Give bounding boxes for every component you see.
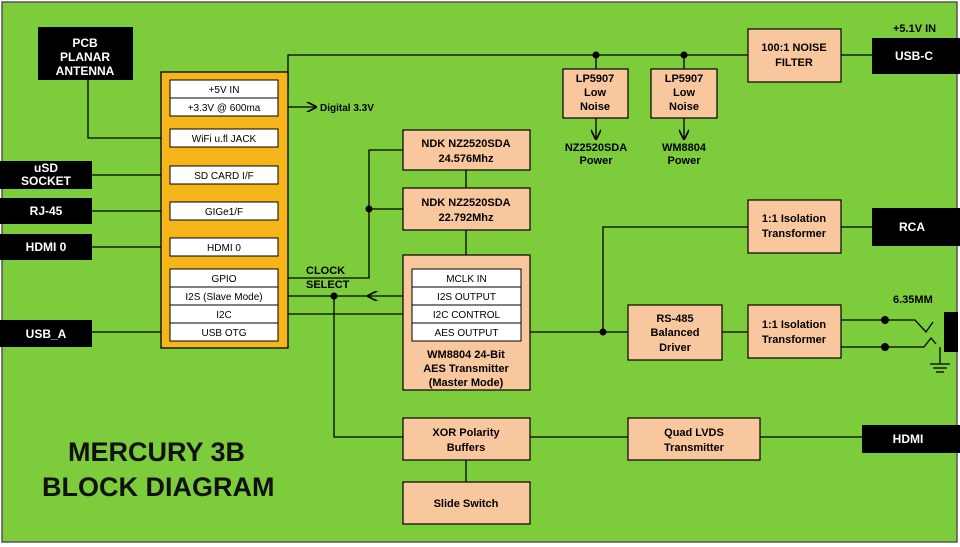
- slide-switch: Slide Switch: [402, 481, 531, 525]
- svg-text:Driver: Driver: [659, 342, 692, 354]
- wm8804-row-0-label: MCLK IN: [446, 274, 487, 285]
- port-usb-c: USB-C: [872, 38, 960, 74]
- digital-3v3-label: Digital 3.3V: [320, 103, 374, 114]
- nz-power-label-2: Power: [579, 155, 613, 167]
- nz-power-label: NZ2520SDA: [565, 142, 627, 154]
- wm8804-block: MCLK IN I2S OUTPUT I2C CONTROL AES OUTPUT W…: [402, 254, 531, 391]
- select-label: SELECT: [306, 279, 350, 291]
- wm8804-row-1-label: I2S OUTPUT: [437, 292, 496, 303]
- antenna-label-2: PLANAR: [60, 50, 110, 64]
- svg-text:FILTER: FILTER: [775, 57, 813, 69]
- module-row-5-cell: [169, 237, 279, 257]
- module-row-2-cell: [169, 128, 279, 148]
- svg-text:Low: Low: [673, 87, 695, 99]
- module-row-4-cell: [169, 201, 279, 221]
- rs485-driver: RS-485 Balanced Driver: [627, 304, 723, 361]
- usd-label-2: SOCKET: [21, 174, 72, 188]
- module-row-4-label: GIGe1/F: [205, 207, 243, 218]
- module-row-8-label: I2C: [216, 310, 232, 321]
- antenna-label-1: PCB: [72, 36, 98, 50]
- svg-text:LP5907: LP5907: [576, 73, 615, 85]
- module-row-3-cell: [169, 165, 279, 185]
- svg-text:1:1 Isolation: 1:1 Isolation: [762, 319, 826, 331]
- jack-size-label: 6.35MM: [893, 294, 933, 306]
- hdmi0-label: HDMI 0: [26, 240, 67, 254]
- svg-text:XOR Polarity: XOR Polarity: [432, 427, 500, 439]
- jack-635mm-icon: [881, 312, 958, 373]
- svg-text:Quad LVDS: Quad LVDS: [664, 427, 724, 439]
- usb-a-label: USB_A: [26, 327, 67, 341]
- rj45-label: RJ-45: [30, 204, 63, 218]
- isolation-transformer-jack: 1:1 Isolation Transformer: [747, 304, 842, 359]
- usb-c-label: USB-C: [895, 49, 933, 63]
- diagram-title-line1: MERCURY 3B: [68, 437, 245, 467]
- module-row-0-label: +5V IN: [209, 85, 240, 96]
- svg-text:AES Transmitter: AES Transmitter: [423, 363, 509, 375]
- noise-filter-block: 100:1 NOISE FILTER: [747, 28, 842, 83]
- supply-in-label: +5.1V IN: [893, 23, 936, 35]
- module-row-5-label: HDMI 0: [207, 243, 241, 254]
- xor-buffers: XOR Polarity Buffers: [402, 417, 531, 461]
- port-hdmi: HDMI: [862, 425, 960, 453]
- oscillator-24576: NDK NZ2520SDA 24.576Mhz: [402, 129, 531, 171]
- module-row-7-label: I2S (Slave Mode): [185, 292, 262, 303]
- port-rca: RCA: [872, 208, 960, 246]
- svg-text:Transmitter: Transmitter: [664, 442, 725, 454]
- module-row-2-label: WiFi u.fl JACK: [192, 134, 257, 145]
- svg-text:24.576Mhz: 24.576Mhz: [438, 153, 494, 165]
- wm8804-row-3-label: AES OUTPUT: [435, 328, 499, 339]
- antenna-label-3: ANTENNA: [56, 64, 115, 78]
- svg-text:100:1 NOISE: 100:1 NOISE: [761, 42, 826, 54]
- clock-label: CLOCK: [306, 265, 345, 277]
- oscillator-22792: NDK NZ2520SDA 22.792Mhz: [402, 187, 531, 231]
- wm-power-label: WM8804: [662, 142, 707, 154]
- port-hdmi0: HDMI 0: [0, 234, 92, 260]
- port-antenna: PCB PLANAR ANTENNA: [38, 27, 133, 80]
- port-usb-a: USB_A: [0, 320, 92, 347]
- wm-power-label-2: Power: [667, 155, 701, 167]
- svg-text:1:1 Isolation: 1:1 Isolation: [762, 213, 826, 225]
- port-rj45: RJ-45: [0, 198, 92, 224]
- svg-text:Noise: Noise: [580, 101, 610, 113]
- svg-text:NDK NZ2520SDA: NDK NZ2520SDA: [421, 197, 510, 209]
- usd-label-1: uSD: [34, 161, 58, 175]
- svg-text:Noise: Noise: [669, 101, 699, 113]
- module-row-1-label: +3.3V @ 600ma: [188, 103, 261, 114]
- port-usd-socket: uSD SOCKET: [0, 161, 92, 189]
- module-row-1-cell: [169, 97, 279, 117]
- svg-text:Low: Low: [584, 87, 606, 99]
- lp5907-wm-block: LP5907 Low Noise: [650, 68, 718, 119]
- svg-text:(Master Mode): (Master Mode): [429, 377, 504, 389]
- module-row-9-cell: [169, 322, 279, 342]
- svg-text:Balanced: Balanced: [651, 327, 700, 339]
- wm8804-row-2-label: I2C CONTROL: [433, 310, 501, 321]
- svg-text:LP5907: LP5907: [665, 73, 704, 85]
- svg-text:22.792Mhz: 22.792Mhz: [438, 212, 494, 224]
- module-row-9-label: USB OTG: [201, 328, 246, 339]
- svg-text:NDK NZ2520SDA: NDK NZ2520SDA: [421, 138, 510, 150]
- svg-text:Buffers: Buffers: [447, 442, 486, 454]
- lvds-transmitter: Quad LVDS Transmitter: [627, 417, 761, 461]
- module-row-6-label: GPIO: [211, 274, 236, 285]
- wm8804-row-3-cell: [411, 322, 522, 342]
- svg-text:Slide Switch: Slide Switch: [434, 498, 499, 510]
- module-row-3-label: SD CARD I/F: [194, 171, 253, 182]
- svg-text:WM8804 24-Bit: WM8804 24-Bit: [427, 349, 505, 361]
- rca-label: RCA: [899, 220, 925, 234]
- hdmi-label: HDMI: [893, 432, 924, 446]
- svg-text:Transformer: Transformer: [762, 228, 827, 240]
- lp5907-nz-block: LP5907 Low Noise: [562, 68, 629, 119]
- junction-dots: [330, 51, 688, 336]
- svg-text:RS-485: RS-485: [656, 313, 693, 325]
- isolation-transformer-rca: 1:1 Isolation Transformer: [747, 199, 842, 254]
- diagram-title-line2: BLOCK DIAGRAM: [42, 472, 274, 502]
- svg-text:Transformer: Transformer: [762, 334, 827, 346]
